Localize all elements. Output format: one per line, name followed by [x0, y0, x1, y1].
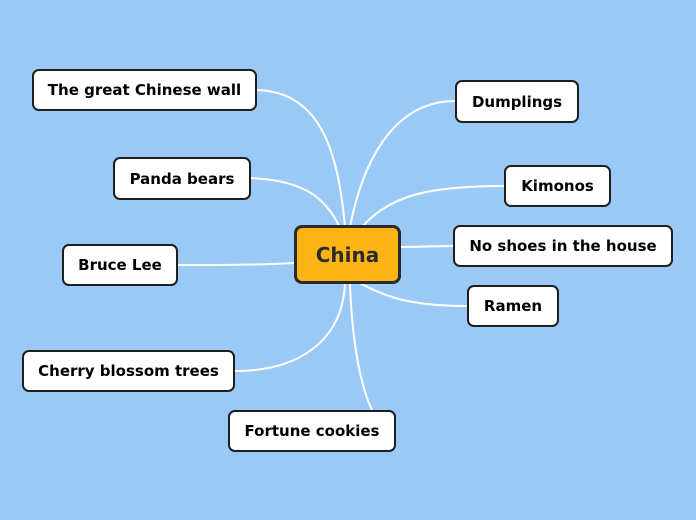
central-topic-china[interactable]: China — [294, 225, 401, 284]
topic-cherry-blossom-trees[interactable]: Cherry blossom trees — [22, 350, 235, 392]
connector-great-chinese-wall — [256, 89, 346, 228]
topic-dumplings[interactable]: Dumplings — [455, 80, 579, 123]
topic-no-shoes-in-the-house[interactable]: No shoes in the house — [453, 225, 673, 267]
topic-ramen[interactable]: Ramen — [467, 285, 559, 327]
topic-panda-bears[interactable]: Panda bears — [113, 157, 251, 200]
connector-cherry-blossom — [234, 283, 346, 372]
connector-bruce-lee — [177, 262, 295, 266]
connector-no-shoes — [399, 245, 454, 248]
connector-panda-bears — [249, 177, 341, 229]
topic-fortune-cookies[interactable]: Fortune cookies — [228, 410, 396, 452]
connector-kimonos — [361, 185, 505, 228]
connector-fortune-cookies — [349, 283, 373, 411]
topic-great-chinese-wall[interactable]: The great Chinese wall — [32, 69, 257, 111]
connector-dumplings — [349, 100, 456, 228]
connector-ramen — [359, 282, 468, 307]
topic-bruce-lee[interactable]: Bruce Lee — [62, 244, 178, 286]
topic-kimonos[interactable]: Kimonos — [504, 165, 611, 207]
